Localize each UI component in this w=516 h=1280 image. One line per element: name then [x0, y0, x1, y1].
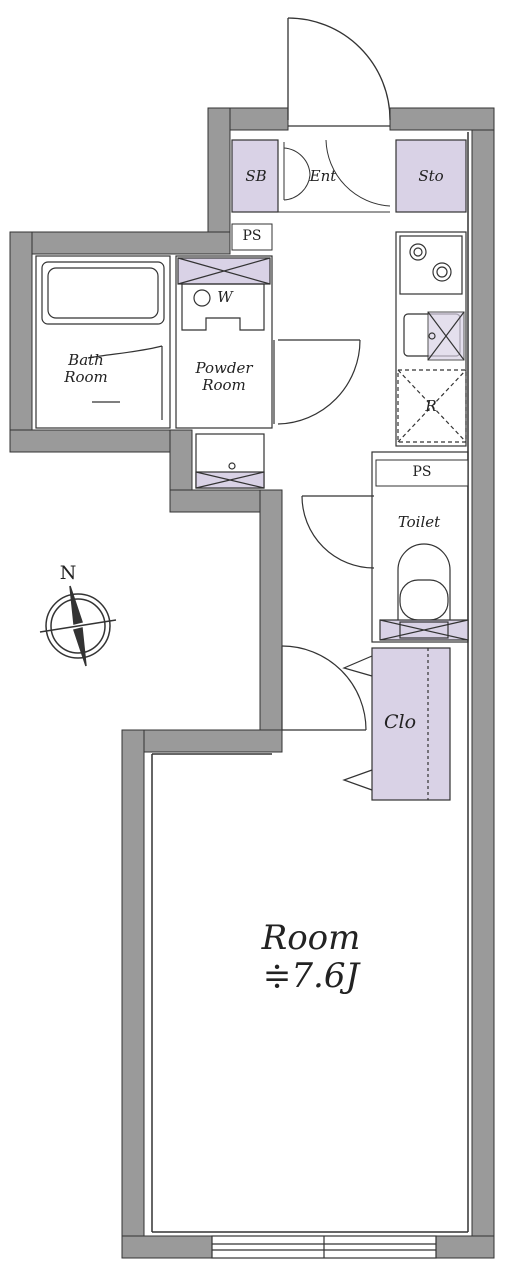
compass-icon — [39, 585, 117, 667]
room-door — [281, 645, 367, 731]
toilet-label: Toilet — [397, 513, 441, 531]
ow-label: W — [217, 288, 233, 306]
entry-lines — [232, 139, 397, 213]
closet — [342, 647, 451, 801]
sto-box — [395, 139, 467, 213]
kitchen — [395, 231, 467, 447]
powder-door — [273, 339, 361, 425]
entrance-door — [287, 17, 391, 127]
powder-room-label: Powder Room — [195, 359, 253, 394]
sto-label: Sto — [418, 167, 444, 185]
clo-label: Clo — [383, 711, 417, 733]
ent-label: Ent — [309, 167, 337, 185]
ow-circle-icon — [193, 289, 211, 307]
bath-room-label: Bath Room — [64, 351, 108, 386]
room-size-label: ≑7.6J — [262, 956, 360, 996]
ps-top-label: PS — [242, 228, 262, 244]
r-label: R — [425, 397, 437, 415]
ps-toilet-label: PS — [412, 464, 432, 480]
toilet-area — [301, 451, 469, 643]
sb-label: SB — [245, 167, 267, 185]
compass-north-label: N — [59, 562, 77, 584]
powder-room — [175, 255, 273, 489]
exterior-walls — [9, 107, 495, 1259]
ps-top-box — [231, 223, 273, 251]
window — [211, 1235, 437, 1259]
inner-lines — [151, 132, 469, 1233]
ps-toilet-box — [375, 459, 469, 487]
bath-room — [35, 255, 171, 429]
room-label: Room — [261, 918, 361, 958]
